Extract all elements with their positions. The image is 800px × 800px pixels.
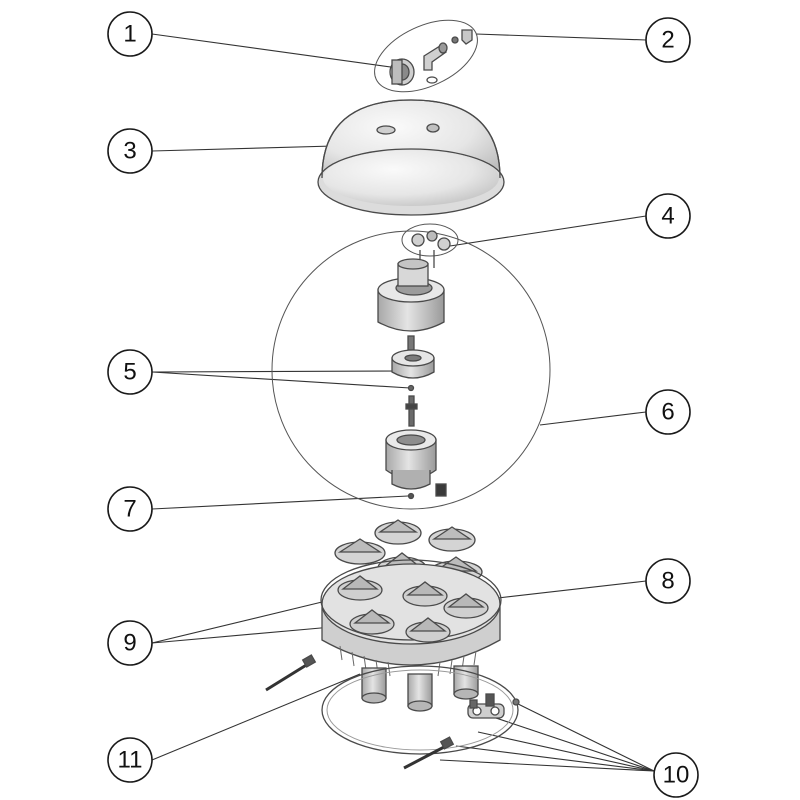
- small-screw-part: [407, 492, 415, 500]
- callout-3[interactable]: 3: [107, 128, 153, 174]
- retaining-ring-lower: [321, 665, 519, 755]
- vent-plug-part: [461, 29, 473, 45]
- callout-7-label: 7: [123, 496, 136, 523]
- retaining-ring-upper: [320, 559, 502, 641]
- callout-8-label: 8: [661, 568, 674, 595]
- clamp-bracket: [467, 693, 505, 719]
- leader-lines: [151, 33, 655, 772]
- leader-6: [539, 411, 647, 426]
- cone-left: [334, 538, 386, 565]
- impeller-disc-part: [391, 335, 435, 392]
- leader-5a: [151, 370, 411, 373]
- callout-3-label: 3: [123, 138, 136, 165]
- leader-2: [475, 33, 647, 41]
- callout-10-label: 10: [663, 762, 690, 789]
- gear-train-outline-ellipse: [401, 223, 459, 257]
- callout-1[interactable]: 1: [107, 11, 153, 57]
- callout-4[interactable]: 4: [645, 193, 691, 239]
- fittings-outline-ellipse: [374, 19, 478, 93]
- callout-4-label: 4: [661, 203, 674, 230]
- valve-lower-body-part: [385, 429, 447, 497]
- valve-assembly-outline-circle: [271, 230, 551, 510]
- bolt-right: [403, 736, 455, 770]
- callout-5[interactable]: 5: [107, 349, 153, 395]
- o-ring-part: [426, 76, 438, 84]
- callout-9[interactable]: 9: [107, 620, 153, 666]
- leader-9b: [151, 626, 333, 644]
- leader-10b: [489, 715, 655, 772]
- callout-8[interactable]: 8: [645, 558, 691, 604]
- washer-small: [512, 698, 520, 706]
- valve-upper-housing-part: [377, 258, 445, 332]
- callout-6-label: 6: [661, 399, 674, 426]
- callout-1-label: 1: [123, 21, 136, 48]
- leader-1: [151, 33, 399, 69]
- callout-11-label: 11: [118, 747, 143, 774]
- leader-10d: [455, 745, 655, 772]
- callout-7[interactable]: 7: [107, 486, 153, 532]
- callout-9-label: 9: [123, 630, 136, 657]
- callout-11[interactable]: 11: [107, 737, 153, 783]
- part-fittings-group: [374, 19, 478, 93]
- leader-10e: [439, 759, 655, 772]
- small-plug-part: [451, 36, 459, 44]
- gear-train-part: [401, 223, 459, 268]
- callout-2[interactable]: 2: [645, 17, 691, 63]
- callout-2-label: 2: [661, 27, 674, 54]
- callout-10[interactable]: 10: [653, 752, 699, 798]
- leader-4: [449, 215, 647, 247]
- callout-5-label: 5: [123, 359, 136, 386]
- bolts-and-nuts-part: [265, 654, 520, 770]
- leader-5b: [151, 371, 411, 389]
- callouts: 1 2 3 4 5 6 7 8: [107, 11, 699, 798]
- leader-11: [151, 673, 361, 761]
- leader-7: [151, 495, 409, 510]
- manifold-plate-part: [320, 559, 502, 677]
- elbow-fitting-part: [423, 42, 448, 71]
- shaft-part: [405, 395, 418, 427]
- retaining-ring-lower-inner: [326, 669, 514, 751]
- leader-10c: [477, 731, 655, 772]
- bolt-left: [265, 654, 317, 692]
- leader-8: [497, 580, 647, 599]
- leader-9a: [151, 601, 323, 644]
- pressure-gauge-part: [389, 58, 415, 86]
- dome-cover-part: [317, 99, 505, 216]
- cone-top-right: [428, 526, 476, 552]
- callout-6[interactable]: 6: [645, 389, 691, 435]
- base-part: [321, 665, 519, 755]
- leader-10a: [513, 701, 655, 772]
- cone-top-left: [374, 519, 422, 545]
